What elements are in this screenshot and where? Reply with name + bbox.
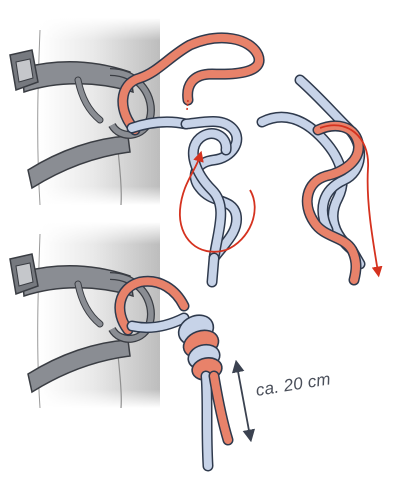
panel-top-left bbox=[10, 18, 259, 205]
length-measure-arrow bbox=[237, 366, 250, 436]
panel-top-right bbox=[262, 80, 378, 280]
panel-top-middle bbox=[180, 122, 255, 283]
